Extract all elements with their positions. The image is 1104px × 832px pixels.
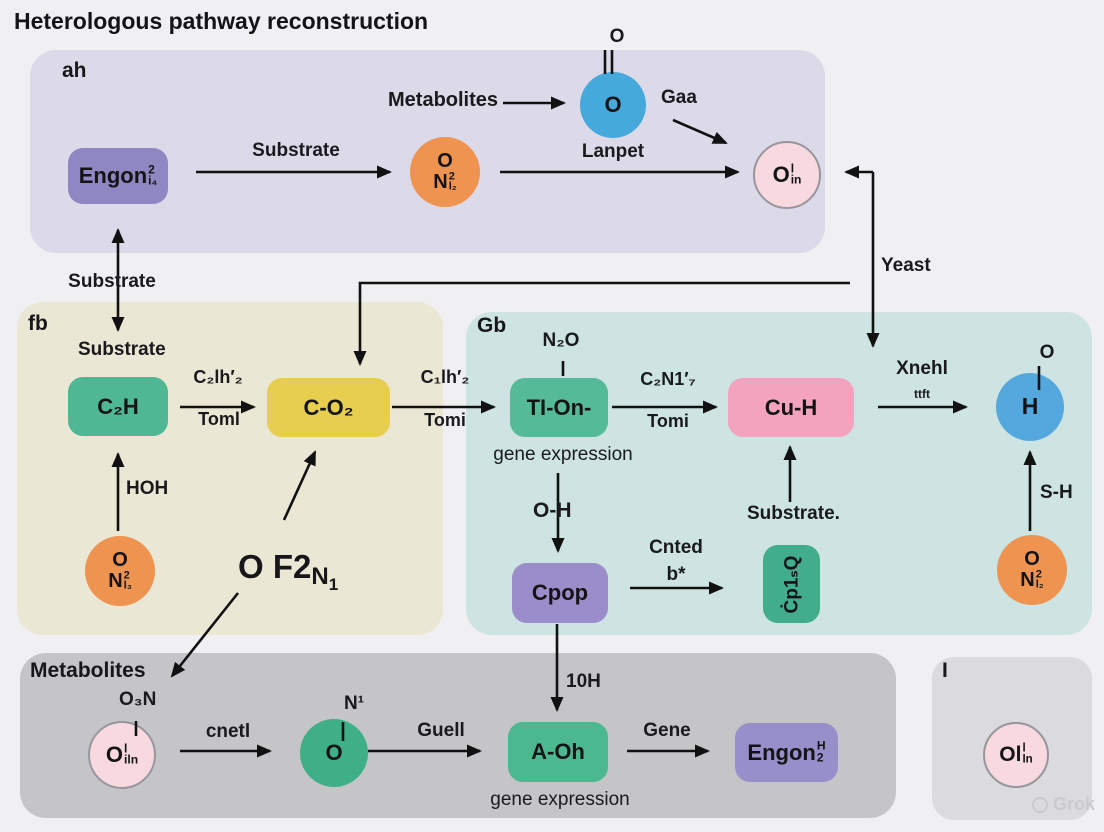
panel-label-gb: Gb	[477, 314, 507, 337]
node-aoh: A-Oh	[508, 722, 608, 782]
node-metabolite-blue-1: O	[580, 72, 646, 138]
node-co2: C-O₂	[267, 378, 390, 437]
panel-label-ah: ah	[62, 59, 87, 82]
panel-label-metabolites: Metabolites	[30, 659, 146, 682]
node-metabolite-blue-2: H	[996, 373, 1064, 441]
node-metabolite-green: O	[300, 719, 368, 787]
label-blue-bond-o: O	[609, 26, 625, 47]
label-of2n1: O F2N1	[238, 548, 339, 594]
node-cpop: Cpop	[512, 563, 608, 623]
node-c2h: C₂H	[68, 377, 168, 436]
grok-watermark-text: Grok	[1053, 794, 1096, 814]
label-h-bond-o: O	[1039, 342, 1055, 363]
node-cuh: Cu-H	[728, 378, 854, 437]
grok-watermark-icon	[1032, 796, 1048, 813]
grok-watermark: Grok	[1032, 794, 1095, 815]
page-title: Heterologous pathway reconstruction	[14, 8, 429, 34]
panel-label-i: I	[942, 659, 948, 682]
node-cp1sq: Ċp1ₛQ	[763, 545, 820, 623]
node-tion: TI-On-	[510, 378, 608, 437]
panel-label-fb: fb	[28, 312, 48, 335]
